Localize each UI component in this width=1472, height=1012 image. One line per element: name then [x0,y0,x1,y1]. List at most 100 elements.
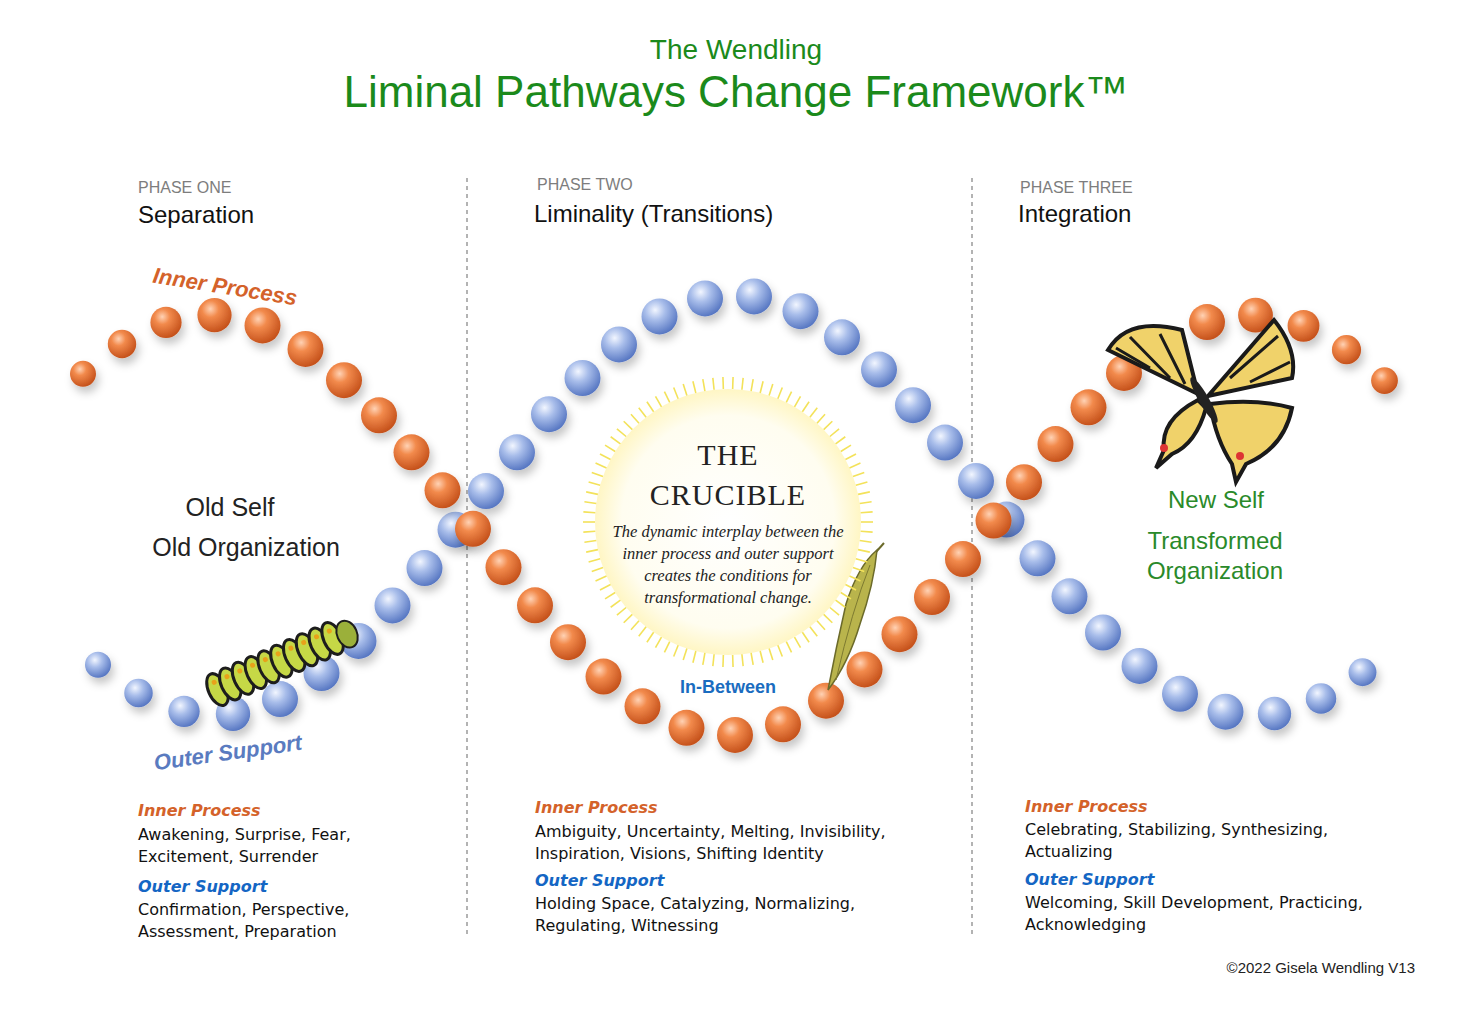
phase-name: Liminality (Transitions) [534,200,914,229]
crucible-ray [664,642,669,653]
orange-bead [326,362,362,398]
blue-bead [895,387,931,423]
orange-bead [486,549,522,585]
list-text: Confirmation, Perspective, Assessment, P… [138,899,393,943]
caterpillar-spot [211,679,218,686]
orange-bead [847,651,883,687]
orange-bead [586,659,622,695]
list-text: Holding Space, Catalyzing, Normalizing, … [535,893,950,937]
crucible-ray [713,654,714,666]
orange-bead [1288,310,1320,342]
crucible-ray [830,607,839,615]
blue-bead [1306,683,1337,714]
strand-label: Outer Support [132,727,324,780]
crucible-ray [584,541,596,543]
orange-bead [1332,335,1361,364]
orange-bead [1006,464,1042,500]
state-label: Transformed Organization [1115,526,1315,586]
orange-bead [669,710,705,746]
crucible-ray [605,445,615,451]
crucible-ray [631,414,639,423]
list-heading: Inner Process [1025,797,1325,816]
blue-bead [958,463,994,499]
orange-bead [1371,367,1398,394]
blue-bead [407,550,443,586]
crucible-ray [769,648,773,659]
orange-bead [197,298,231,332]
orange-bead [394,434,430,470]
crucible-ray [592,472,603,476]
caterpillar-head [332,617,362,651]
blue-bead [601,326,637,362]
crucible-ray [611,600,621,607]
orange-bead [1189,304,1225,340]
crucible-ray [639,408,646,417]
crucible-ray [751,379,753,391]
crucible-ray [861,530,873,532]
crucible-ray [742,654,743,666]
crucible-ray [856,559,868,562]
crucible-ray [674,388,678,399]
crucible-ray [683,648,687,659]
crucible-ray [802,402,809,412]
blue-bead [1162,676,1198,712]
blue-bead [531,396,567,432]
crucible-ray [836,437,846,444]
node-body: The dynamic interplay between the inner … [612,521,844,609]
orange-bead [976,503,1012,539]
orange-bead [945,541,981,577]
caterpillar-spot [224,673,231,680]
crucible-ray [817,414,825,423]
state-label: Old Self [130,492,330,522]
subtitle: The Wendling [428,33,1044,67]
crucible-ray [836,600,846,607]
butterfly [1108,320,1293,482]
crucible-ray [600,584,611,590]
caterpillar [202,613,362,709]
crucible-ray [860,541,872,543]
outer-support-strand [85,278,1376,731]
orange-bead [361,397,397,433]
state-label: New Self [1116,485,1316,515]
list-text: Welcoming, Skill Development, Practicing… [1025,892,1390,936]
orange-bead [882,616,918,652]
crucible-ray [861,521,873,523]
crucible-ray [693,381,696,393]
title: Liminal Pathways Change Framework™ [0,66,1472,119]
node-heading: THE CRUCIBLE [643,435,813,515]
crucible-ray [778,645,782,656]
caterpillar-spot [313,633,320,640]
crucible-ray [664,392,669,403]
state-label: Old Organization [106,532,386,562]
crucible-text: THE CRUCIBLEThe dynamic interplay betwee… [612,435,844,609]
blue-bead [1208,694,1244,730]
crucible-ray [802,632,809,642]
orange-bead [1071,389,1107,425]
blue-bead [124,679,153,708]
crucible-ray [760,651,763,663]
phase-divider [466,178,468,935]
crucible-ray [586,492,598,494]
orange-bead [245,307,281,343]
orange-bead [625,688,661,724]
blue-bead [861,352,897,388]
crucible-ray [605,592,615,598]
list-heading: Inner Process [138,801,438,820]
crucible-ray [600,454,611,460]
crucible-ray [786,642,791,653]
crucible-ray [732,655,734,667]
orange-bead [108,330,136,358]
state-label: In-Between [648,677,808,699]
crucible-ray [647,402,654,412]
crucible-ray [795,637,801,647]
crucible-ray [624,614,633,622]
crucible-ray [778,388,782,399]
crucible-ray [795,396,801,406]
orange-bead [1038,426,1074,462]
orange-bead [914,579,950,615]
crucible-ray [845,584,856,590]
list-text: Celebrating, Stabilizing, Synthesizing, … [1025,819,1390,863]
crucible-ray [824,614,833,622]
crucible-ray [583,530,595,532]
